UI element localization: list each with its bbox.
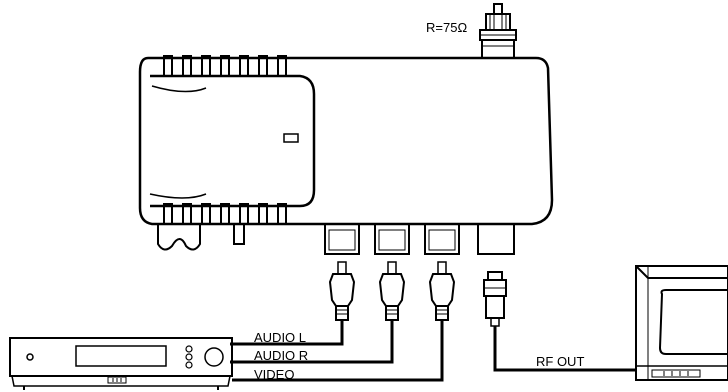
label-audio-l: AUDIO L: [254, 330, 306, 345]
socket-audio-r: [374, 223, 410, 255]
cable-video: [232, 320, 444, 382]
vcr-tape-slot: [75, 345, 167, 367]
socket-audio-l: [324, 223, 360, 255]
termination-label: R=75Ω: [426, 20, 467, 35]
modulator-unit: [138, 55, 554, 251]
top-ribs: [163, 55, 287, 77]
rca-plug-video: [428, 261, 456, 321]
label-rf-out: RF OUT: [536, 354, 584, 369]
socket-video: [424, 223, 460, 255]
mounting-clip: [157, 224, 201, 251]
tv-control-panel: [651, 369, 701, 378]
rca-plug-audio-r: [378, 261, 406, 321]
tv-screen: [658, 289, 728, 355]
coax-plug-rf: [483, 271, 507, 327]
mounting-clip-tab: [233, 223, 245, 245]
rca-plug-audio-l: [328, 261, 356, 321]
bottom-ribs: [163, 203, 287, 225]
vcr-power-indicator: [26, 353, 34, 361]
cable-audio-r: [230, 320, 394, 364]
cable-audio-l: [230, 320, 344, 346]
vcr-knob: [204, 347, 224, 367]
label-video: VIDEO: [254, 367, 294, 382]
input-sockets: [324, 223, 515, 255]
label-audio-r: AUDIO R: [254, 348, 308, 363]
cables: [230, 320, 636, 382]
cable-rf-out: [493, 326, 636, 372]
socket-rf-out: [477, 223, 515, 255]
vcr-device: [9, 337, 233, 390]
tv-set: [635, 265, 728, 381]
terminator-connector: [479, 3, 517, 59]
indicator-led: [283, 133, 299, 143]
